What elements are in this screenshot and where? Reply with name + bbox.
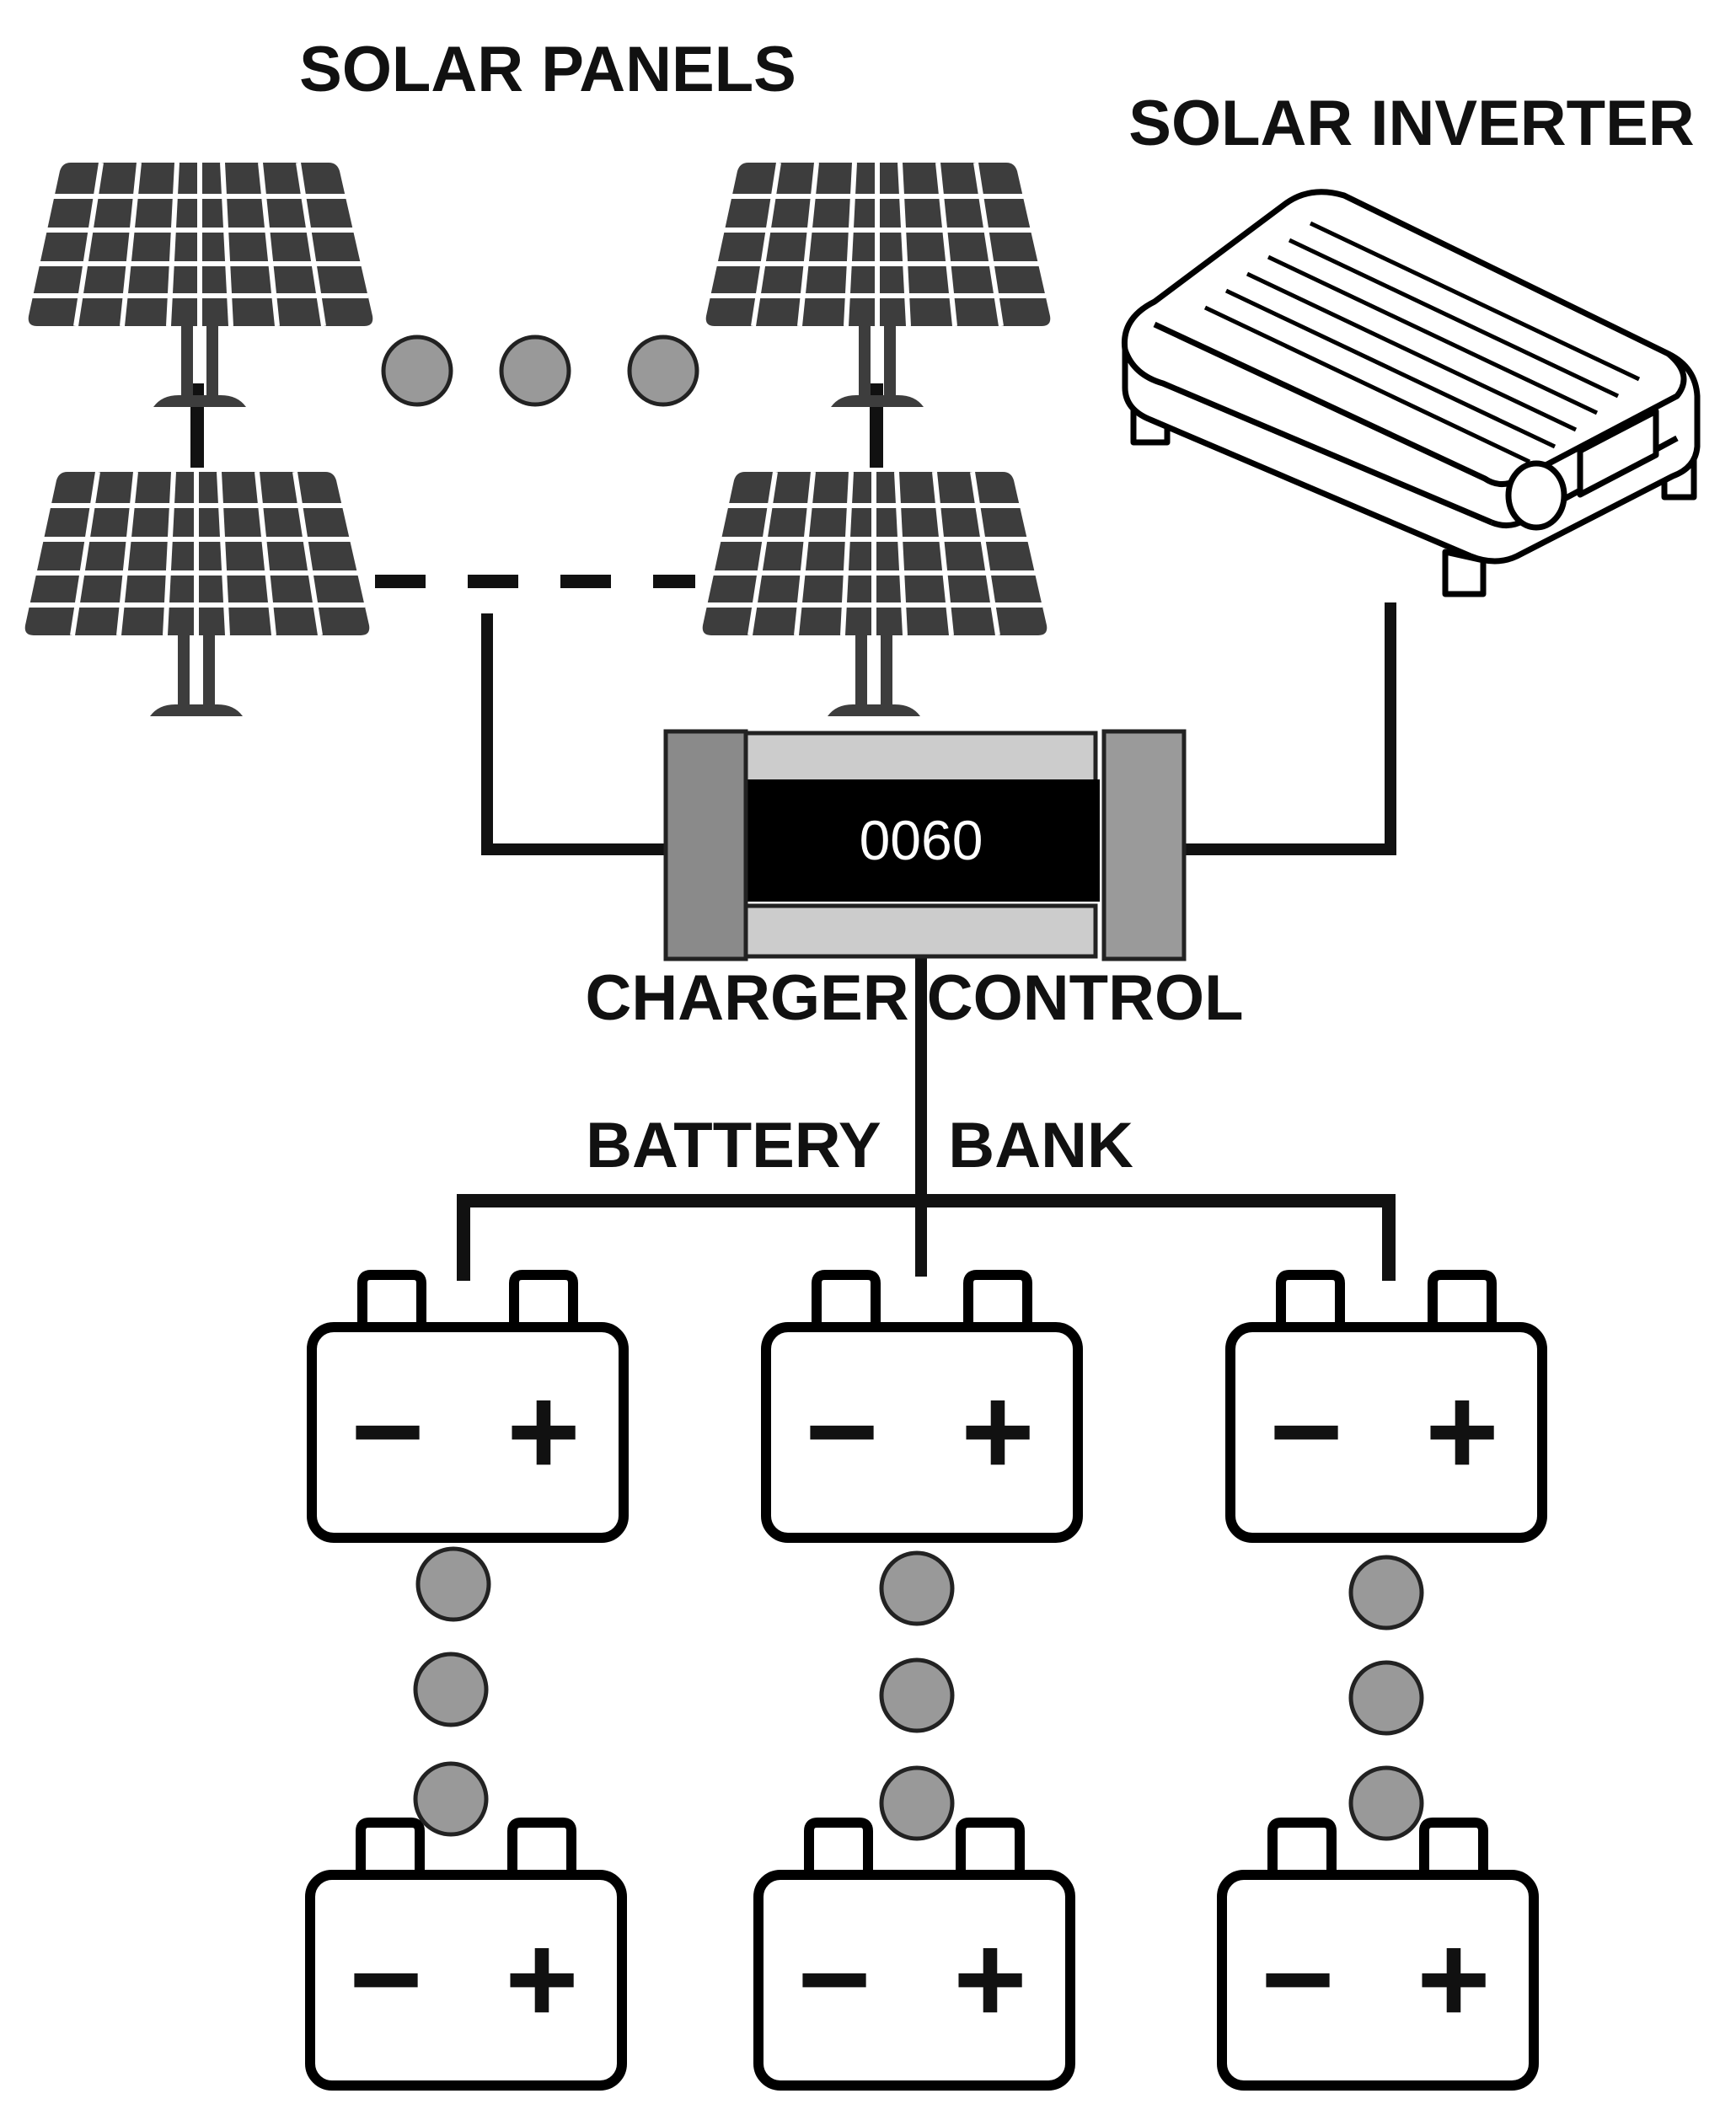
battery-positive-terminal: +	[961, 1360, 1035, 1502]
wire-inverter-to-charger	[1184, 602, 1396, 855]
battery-icon: − +	[1222, 1823, 1534, 2086]
solar-panels-label: SOLAR PANELS	[299, 34, 796, 105]
battery-ellipsis	[413, 1546, 1424, 1841]
wiring	[190, 383, 1396, 1281]
battery-bank-label: BATTERY BANK	[586, 1110, 1133, 1181]
ellipsis-dot	[381, 335, 453, 407]
solar-inverter-label: SOLAR INVERTER	[1128, 88, 1694, 159]
battery-negative-terminal: −	[1261, 1908, 1335, 2049]
battery-negative-terminal: −	[797, 1908, 871, 2049]
battery-icon: − +	[1230, 1275, 1542, 1538]
battery-negative-terminal: −	[351, 1360, 425, 1502]
ellipsis-dot	[1348, 1555, 1424, 1630]
ellipsis-dot	[1348, 1660, 1424, 1736]
battery-icon: − +	[310, 1823, 622, 2086]
charger-display-value: 0060	[860, 809, 983, 871]
charger-display	[742, 779, 1100, 902]
wire-panels-to-charger	[481, 613, 666, 855]
charger-control-label: CHARGER CONTROL	[585, 962, 1243, 1034]
solar-panel-icon	[706, 163, 1051, 407]
battery-positive-terminal: +	[505, 1908, 579, 2049]
ellipsis-dot	[879, 1550, 955, 1626]
ellipsis-dot	[413, 1652, 489, 1727]
ellipsis-dot	[879, 1657, 955, 1733]
solar-panel-icon	[29, 163, 373, 407]
solar-panel-icon	[703, 472, 1047, 716]
ellipsis-dot	[1348, 1765, 1424, 1841]
ellipsis-dot	[499, 335, 571, 407]
solar-panel-icon	[25, 472, 370, 716]
battery-positive-terminal: +	[1425, 1360, 1499, 1502]
battery-icon: − +	[758, 1823, 1070, 2086]
charger-controller-icon: 0060	[663, 729, 1187, 961]
battery-negative-terminal: −	[1269, 1360, 1343, 1502]
ellipsis-dot	[415, 1546, 491, 1622]
battery-negative-terminal: −	[805, 1360, 879, 1502]
battery-negative-terminal: −	[349, 1908, 423, 2049]
battery-positive-terminal: +	[953, 1908, 1027, 2049]
battery-positive-terminal: +	[1417, 1908, 1491, 2049]
battery-positive-terminal: +	[506, 1360, 581, 1502]
battery-bus	[457, 1194, 1396, 1281]
battery-icon: − +	[766, 1275, 1078, 1538]
battery-icon: − +	[312, 1275, 624, 1538]
ellipsis-dot	[879, 1765, 955, 1841]
solar-inverter-icon	[1121, 189, 1701, 597]
solar-panel-array	[25, 163, 1051, 716]
battery-bank: − + − + − + − + − + − +	[310, 1275, 1542, 2086]
panel-ellipsis	[381, 335, 699, 407]
ellipsis-dot	[627, 335, 699, 407]
ellipsis-dot	[413, 1761, 489, 1837]
